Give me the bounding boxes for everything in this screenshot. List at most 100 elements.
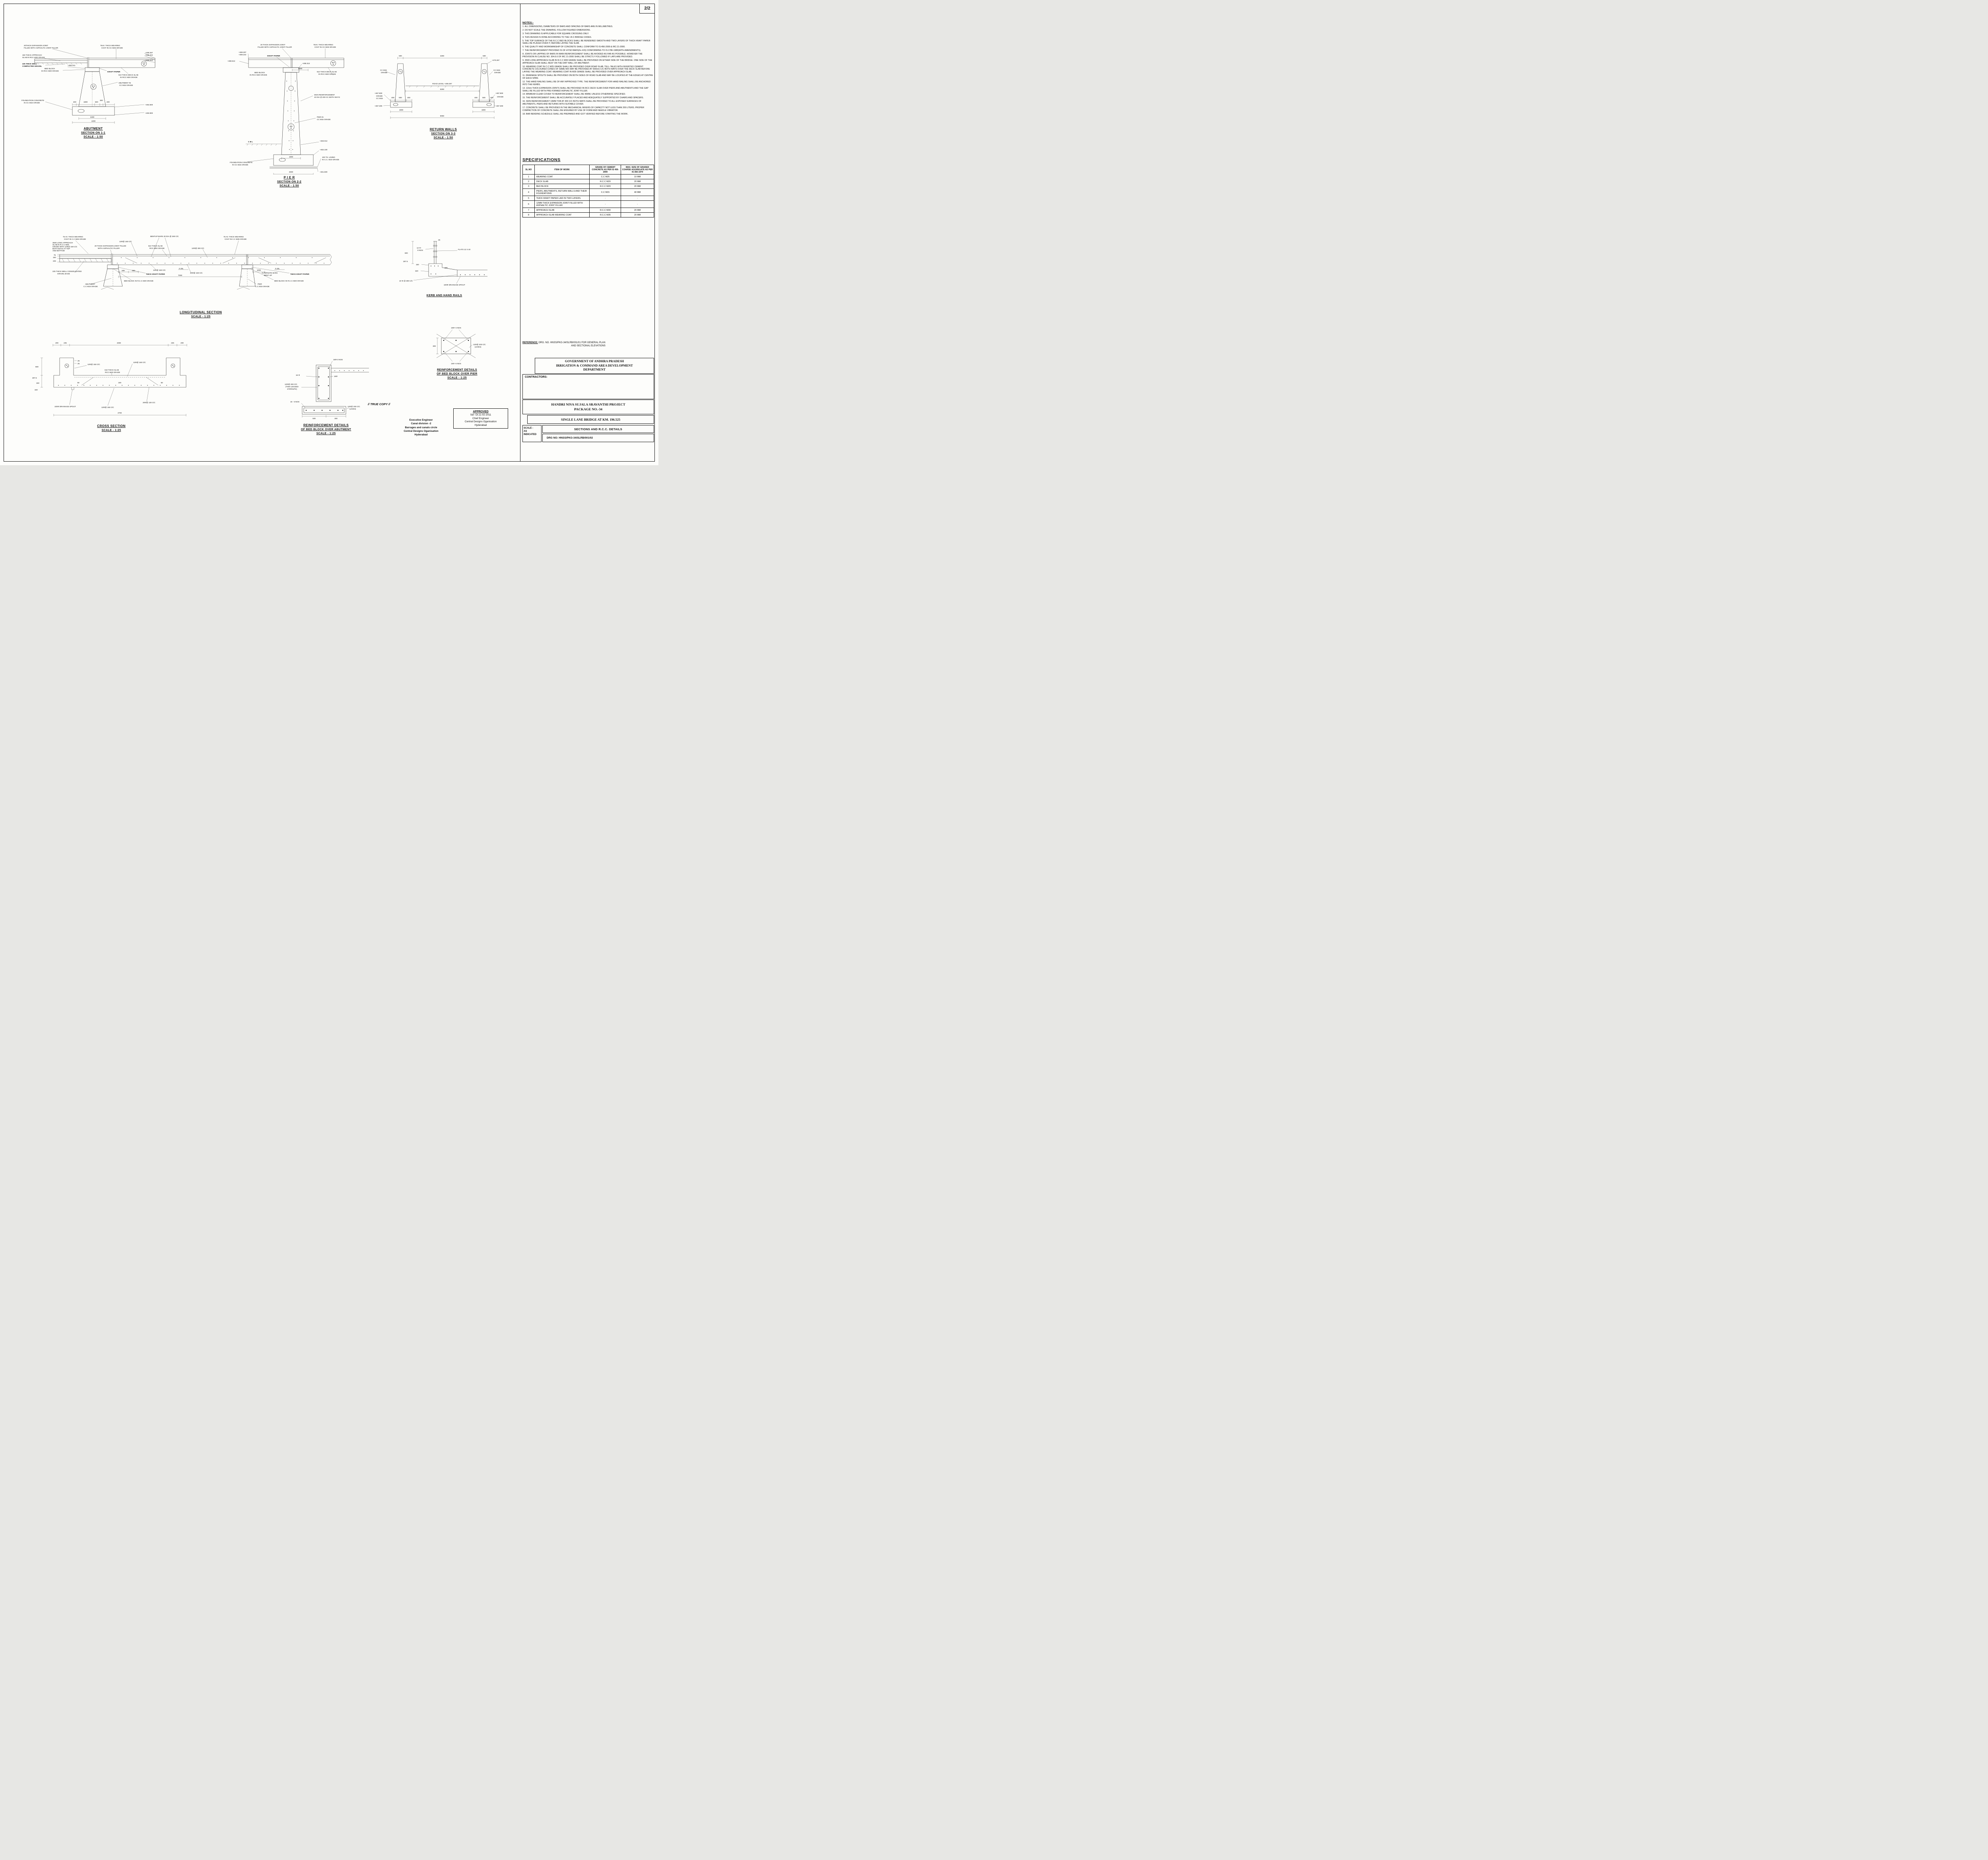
dim-label: 500 [399,97,402,99]
level-label: +468.312 [302,62,310,64]
dim-label: 320 [415,270,418,272]
spec-row: 3 BED BLOCK R.C.C M20 20 MM [522,184,654,189]
callout: THICK KRAFT PAPER [290,273,309,275]
callout: CC M15 [380,69,387,71]
callout: BENT UP [264,274,272,276]
dim-label: 1800 [289,156,293,158]
callout: THICK KRAFT PAPER [146,273,165,275]
spec-slno: 1 [522,174,535,179]
callout: BED BLOCK IN R.C.C M20 GRADE [124,280,153,282]
note-item: 12. THE HAND RAILING SHALL BE OF ANY APP… [522,80,651,86]
callout: 610 THICK SLAB [148,245,163,247]
callout: 16Φ -5 NOS [451,363,461,365]
note-item: 18. BAR BENDING SCHEDULE SHALL BE PREPAR… [522,113,628,115]
return-walls-subtitle: SECTION ON 3-3 [431,132,456,135]
abutment-title: ABUTMENT [83,127,103,130]
notes-title: NOTES:- [522,21,534,24]
spec-grade: - [589,196,621,201]
callout: 75 AV. THICK WEARING [223,236,244,238]
callout: 225 THICK WELL [22,63,37,65]
note-item: 11. DRAINAGE SPOUTS SHALL BE PROVIDED ON… [522,74,653,80]
callout: 12Φ@ 150 C/C [133,361,146,363]
dim-label: 400 [391,97,394,99]
callout: IN RCC M20 GRADE [41,70,59,72]
scale-line: SCALE : [524,427,533,429]
return-walls-drawing: 500 4250 500 +470.297 CC M15 GRADE CC M1… [374,51,513,139]
callout: 12Φ@ 150 C/C [87,363,100,365]
executive-line: Central Designs Oganisation [404,429,439,433]
bedblock-pier-scale: SCALE - 1:25 [447,377,467,379]
level-label: +468.612 [227,60,235,62]
callout: 12Φ@ 200 C/C [473,344,486,346]
dim-label: 25 [438,239,441,241]
spec-row: 7 APPROACH SLAB R.C.C M30 20 MM [522,208,654,213]
pier-svg: 20 THICK EXPANSION JOINT FILLED WITH ASP… [227,44,344,175]
sheet-title-box: SECTIONS AND R.C.C. DETAILS [542,425,654,433]
bedblock-pier-subtitle: OF BED BLOCK OVER PIER [437,373,478,375]
spec-item: PIERS, ABUTMENTS, RETURN WALLS AND THEIR… [534,188,590,196]
callout: IN C.C. M10 GRADE [322,159,339,161]
callout: 12Φ@ 200 C/C [348,406,360,408]
government-line: IRRIGATION & COMMAND AREA DEVELOPMENT [556,363,633,367]
dim-label: 1800 [399,109,404,111]
spec-slno: 4 [522,188,535,196]
note-item: 13. 12mm THICK EXPANSION JOINTS SHALL BE… [522,87,648,92]
callout: IN CC M15 GRADE [24,102,40,104]
return-walls-scale: SCALE - 1:50 [433,136,453,139]
bedblock-abutment-subtitle: OF BED BLOCK OVER ABUTMENT [301,428,351,431]
callout: 12Φ@ 200 C/C [285,383,297,385]
dim-label: 3400 [90,116,95,118]
callout: COAT IN CC M25 GRADE [315,46,336,48]
callout: CC M15 GRADE [317,118,330,120]
callout: 20 THICK EXPANSION JOINT FILLED [95,245,126,247]
true-copy-note: // TRUE COPY // [367,402,390,406]
spec-grade: - [589,200,621,208]
note-item: 5. THE TOP SURFACE OF THE R.C.C BED BLOC… [522,39,650,45]
callout: 100Φ DRAINAGE SPOUT [54,406,76,408]
cross-section-scale: SCALE - 1:25 [101,429,121,432]
callout: 16 Φ [296,374,300,376]
callout: KRAFT PAPER [107,71,120,73]
note-item: 8. JOINTS OR LAPPING OF BARS IN MAIN REI… [522,53,643,58]
dim-label: 400 [73,101,76,103]
callout: C B L [248,141,253,143]
callout: 16Φ-3 NOS [333,359,343,361]
longitudinal-scale: SCALE - 1:25 [191,315,211,318]
bedblock-abutment-drawing: 16Φ-3 NOS 16 Φ 16Φ 12Φ@ 200 C/C (TWO LEG… [278,354,374,435]
callout: 225 THICK WELL CONSOLIDATED [52,270,82,272]
callout: C.C M15 GRADE [83,285,98,287]
notes-panel: NOTES:- 1. ALL DIMENSIONS, DIAMETERS OF … [522,21,654,116]
bedblock-pier-drawing: 16Φ- 5 NOS 12Φ@ 200 C/C (LINKS) 300 16Φ … [418,323,496,379]
spec-aggregate: 20 MM [621,184,654,189]
callout: 12Φ@ 150 C/C [119,241,132,243]
callout: FOUNDATION CONCRETE [230,161,252,163]
dim-label: 5250 [440,88,445,90]
callout: 150 THICK APPROACH [22,54,42,56]
spec-row: 1 WEARING COAT C.C M25 10 MM [522,174,654,179]
specifications-table: SL.NO ITEM OF WORK GRADE OF CEMENT CONCR… [522,165,654,217]
dim-label: 287.5 [32,377,37,379]
dim-label: 25 [78,363,80,365]
callout: COAT IN CC M25 GRADE [101,47,123,49]
scale-line: INDICATED [524,433,537,436]
dim-label: 1000 [257,269,261,271]
level-label: +463.012 [320,140,328,142]
callout: GRAVEL BASE [57,273,70,275]
specifications-panel: SPECIFICATIONS SL.NO ITEM OF WORK GRADE … [522,157,654,217]
callout: 16Φ [334,375,338,377]
level-label: +463.900 [145,112,153,114]
callout: 12Φ@ 150 C/C [101,406,114,408]
callout: CC M15 GRADE [119,84,133,86]
level-label: +467.900 [495,92,503,94]
callout: SLAB IN RCC M30 GRADE [22,56,45,58]
dim-label: 150 [416,264,419,266]
dim-label: 400 [474,97,478,99]
spec-row: 6 12MM THICK EXPANSION JOINT FILLED WITH… [522,200,654,208]
reference-text-2: AND SECTIONAL ELEVATIONS [571,345,606,348]
kerb-title: KERB AND HAND RAILS [426,294,462,297]
spec-col-aggregate: MAX. SIZE OF GRADED COARSE AGGREGATE AS … [621,165,654,175]
spec-item: APPROACH SLAB WEARING COAT [534,212,590,217]
note-item: 6. THE QUALITY AND WORKMANSHIP OF CONCRE… [522,46,625,49]
